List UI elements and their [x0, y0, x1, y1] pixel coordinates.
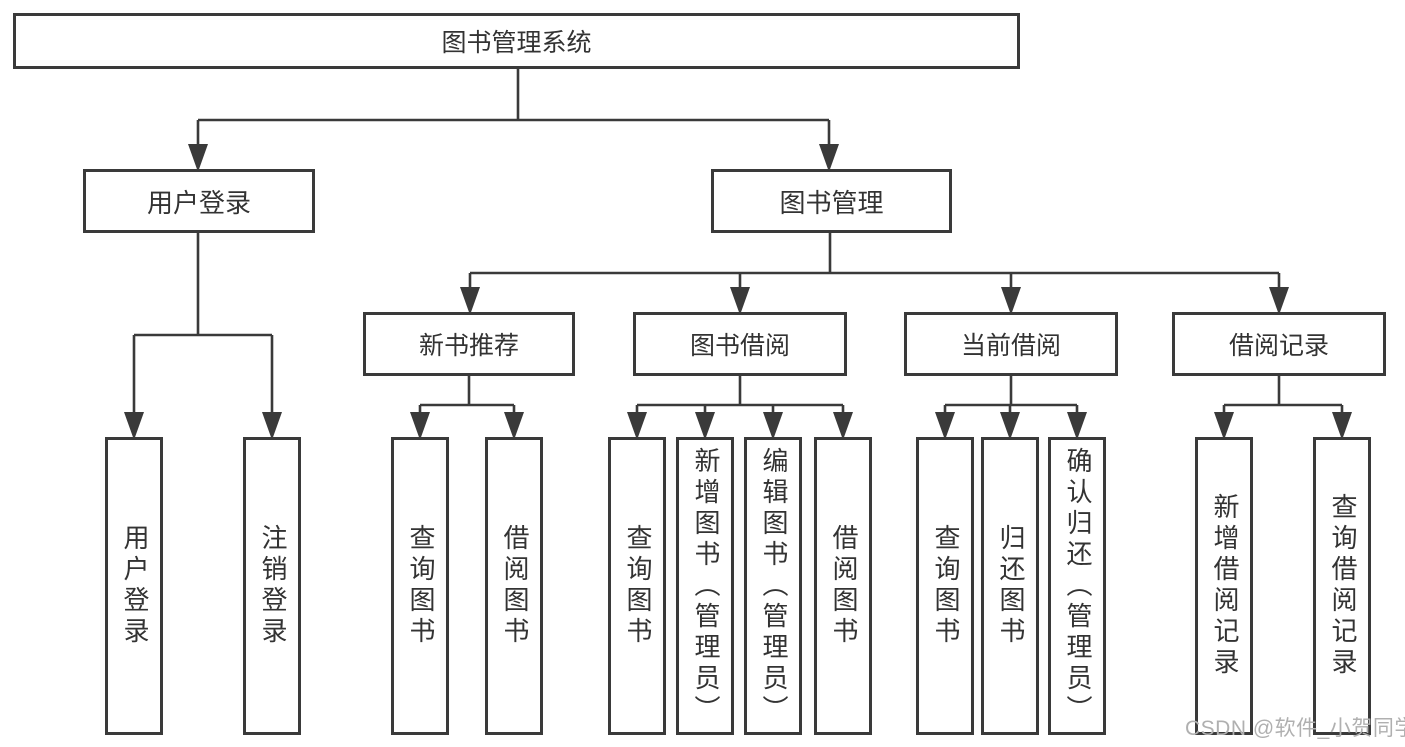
connector-newbooks-to-children — [410, 376, 524, 440]
arrowhead-icon — [460, 287, 480, 315]
arrowhead-icon — [1214, 412, 1234, 440]
node-library-management-system: 图书管理系统 — [13, 13, 1020, 69]
arrowhead-icon — [1001, 287, 1021, 315]
arrowhead-icon — [1067, 412, 1087, 440]
leaf-borrowing-query-books: 查询图书 — [608, 437, 666, 735]
arrowhead-icon — [262, 412, 282, 440]
arrowhead-icon — [935, 412, 955, 440]
leaf-logout: 注销登录 — [243, 437, 301, 735]
leaf-current-confirm-return-admin: 确认归还（管理员） — [1048, 437, 1106, 735]
node-book-borrowing: 图书借阅 — [633, 312, 847, 376]
leaf-user-login: 用户登录 — [105, 437, 163, 735]
arrowhead-icon — [188, 144, 208, 172]
arrowhead-icon — [695, 412, 715, 440]
arrowhead-icon — [1332, 412, 1352, 440]
connector-current-to-children — [935, 376, 1087, 440]
arrowhead-icon — [763, 412, 783, 440]
node-current-borrowing: 当前借阅 — [904, 312, 1118, 376]
connector-root-to-level2 — [188, 69, 839, 172]
connector-bookmgmt-to-level3 — [460, 233, 1289, 315]
leaf-borrowing-borrow-books: 借阅图书 — [814, 437, 872, 735]
arrowhead-icon — [124, 412, 144, 440]
arrowhead-icon — [833, 412, 853, 440]
arrowhead-icon — [504, 412, 524, 440]
node-book-management: 图书管理 — [711, 169, 952, 233]
leaf-borrowing-edit-books-admin: 编辑图书（管理员） — [744, 437, 802, 735]
leaf-records-add-borrow-record: 新增借阅记录 — [1195, 437, 1253, 735]
arrowhead-icon — [627, 412, 647, 440]
arrowhead-icon — [819, 144, 839, 172]
arrowhead-icon — [410, 412, 430, 440]
leaf-borrowing-add-books-admin: 新增图书（管理员） — [676, 437, 734, 735]
connector-borrowing-to-children — [627, 376, 853, 440]
arrowhead-icon — [1000, 412, 1020, 440]
leaf-records-query-borrow-record: 查询借阅记录 — [1313, 437, 1371, 735]
node-user-login: 用户登录 — [83, 169, 315, 233]
node-new-book-recommend: 新书推荐 — [363, 312, 575, 376]
arrowhead-icon — [730, 287, 750, 315]
node-borrowing-records: 借阅记录 — [1172, 312, 1386, 376]
arrowhead-icon — [1269, 287, 1289, 315]
leaf-current-return-books: 归还图书 — [981, 437, 1039, 735]
csdn-watermark: CSDN @软件_小贺同学 — [1185, 717, 1405, 740]
connector-records-to-children — [1214, 376, 1352, 440]
leaf-newbooks-query-books: 查询图书 — [391, 437, 449, 735]
connector-login-to-children — [124, 233, 282, 440]
leaf-current-query-books: 查询图书 — [916, 437, 974, 735]
leaf-newbooks-borrow-books: 借阅图书 — [485, 437, 543, 735]
